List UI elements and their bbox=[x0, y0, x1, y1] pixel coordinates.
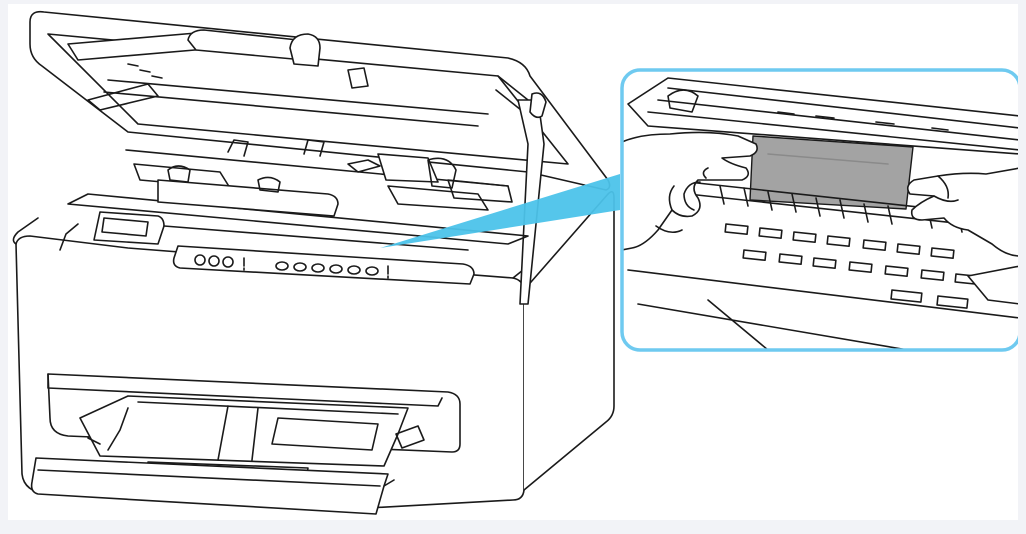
jammed-paper bbox=[749, 135, 914, 210]
printer-illustration bbox=[12, 10, 1018, 515]
callout-pointer bbox=[380, 174, 620, 248]
scanner-lid bbox=[29, 10, 611, 305]
detail-scene bbox=[622, 77, 1018, 350]
detail-callout bbox=[620, 68, 1018, 352]
paper-output-tray bbox=[30, 373, 461, 515]
illustration-panel bbox=[8, 4, 1018, 520]
left-hand bbox=[622, 131, 758, 251]
control-panel bbox=[172, 245, 475, 285]
printer-interior bbox=[59, 139, 529, 251]
